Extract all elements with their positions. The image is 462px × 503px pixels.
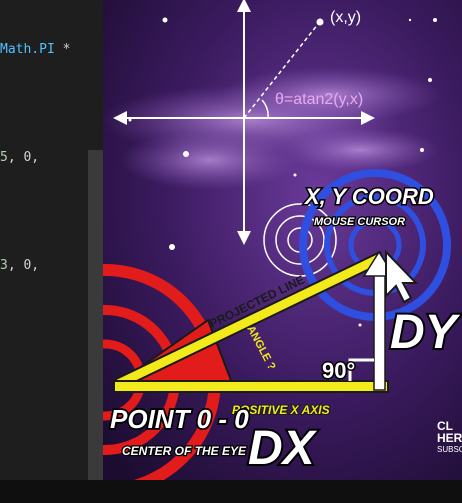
positive-x-axis-label: POSITIVE X AXIS [232,403,330,417]
code-scrollbar[interactable] [88,150,103,480]
point-label: (x,y) [330,9,361,26]
channel-watermark-line: SUBSC [437,445,462,454]
code-token: * [54,42,71,57]
channel-watermark-line: CL [437,419,453,433]
code-line-3: 3, 0, [0,258,39,273]
code-line-2: 5, 0, [0,150,39,165]
right-angle-label: 90° [322,358,355,383]
origin-subtitle: CENTER OF THE EYE [122,444,247,458]
dashed-line [243,23,319,119]
dy-line [373,261,386,391]
channel-watermark: CL HER SUBSC [437,420,462,456]
dx-line [113,380,389,393]
code-token: 5 [0,150,8,165]
code-token: Math.PI [0,42,55,57]
xy-coord-subtitle: MOUSE CURSOR [314,216,405,228]
code-token: 3 [0,258,8,273]
theta-formula: θ=atan2(y,x) [275,91,363,108]
xy-coord-title: X, Y COORD [303,184,434,209]
point-marker [316,18,324,26]
code-line-1: Math.PI * [0,42,70,57]
dy-label: DY [390,306,461,359]
bottom-bar [0,480,462,503]
cursor-icon [385,249,419,304]
code-editor-panel: Math.PI * 5, 0, 3, 0, [0,0,103,480]
theta-arc [261,99,269,119]
channel-watermark-line: HER [437,431,462,445]
dx-label: DX [248,422,318,475]
right-angle-marker [348,358,374,381]
code-token: , 0, [7,150,40,165]
origin-title: POINT 0 - 0 [110,404,249,434]
code-token: , 0, [7,258,40,273]
stars [128,17,437,327]
diagram-canvas: (x,y) θ=atan2(y,x) PROJECTED LINE ANGLE … [103,0,462,480]
